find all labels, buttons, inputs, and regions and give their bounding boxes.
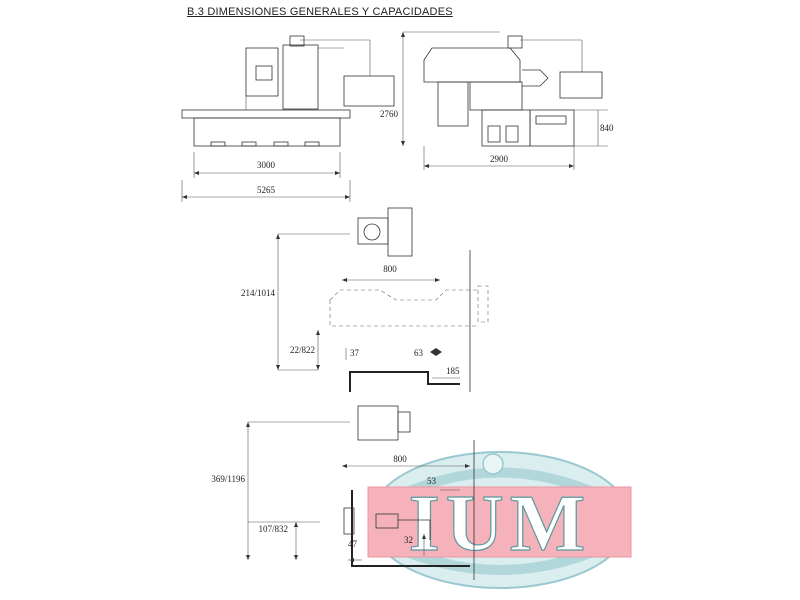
dim-bottom-mid: 32 — [404, 535, 413, 545]
dim-side-width: 2900 — [490, 154, 509, 164]
ium-watermark: IUM — [367, 451, 632, 589]
dim-bottom-left: 47 — [348, 539, 358, 549]
watermark-text: IUM — [409, 480, 591, 568]
section-title: B.3 DIMENSIONES GENERALES Y CAPACIDADES — [187, 6, 453, 18]
dim-bottom-top: 53 — [427, 476, 437, 486]
dim-mid-left: 37 — [350, 348, 360, 358]
dim-bottom-height: 369/1196 — [211, 474, 245, 484]
dim-bottom-width: 800 — [393, 454, 407, 464]
middle-view: 214/1014 800 22/822 37 63 185 — [241, 207, 489, 392]
front-view: 3000 5265 — [181, 35, 395, 202]
dim-side-small: 840 — [600, 123, 614, 133]
bottom-view: 369/1196 800 53 107/832 47 32 — [211, 405, 475, 580]
dim-front-total: 5265 — [257, 185, 276, 195]
dim-bottom-lower: 107/832 — [258, 524, 288, 534]
dim-side-height: 2760 — [380, 109, 399, 119]
side-view: 2760 2900 840 — [380, 31, 614, 170]
dim-mid-far: 185 — [446, 366, 460, 376]
dim-mid-width: 800 — [383, 264, 397, 274]
dim-front-table: 3000 — [257, 160, 276, 170]
dim-mid-right: 63 — [414, 348, 424, 358]
dim-mid-height: 214/1014 — [241, 288, 276, 298]
dim-mid-lower: 22/822 — [290, 345, 315, 355]
